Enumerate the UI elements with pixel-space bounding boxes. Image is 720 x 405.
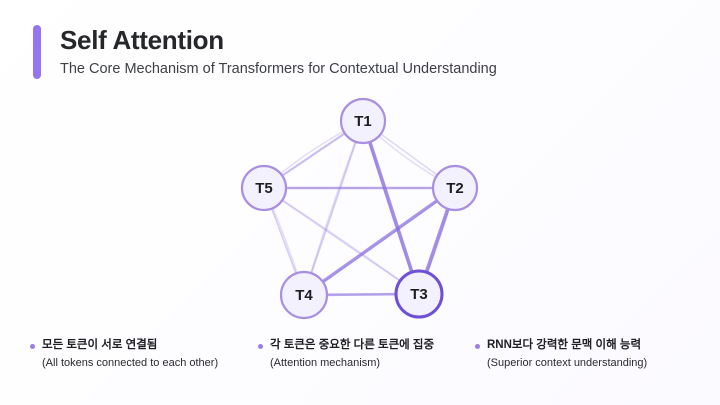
graph-node-label: T2 — [446, 180, 464, 197]
graph-node-circle — [279, 270, 329, 320]
bullet-item-2: 각 토큰은 중요한 다른 토큰에 집중 (Attention mechanism… — [258, 338, 475, 370]
graph-node-circle — [240, 164, 288, 212]
bullet-text-group: 각 토큰은 중요한 다른 토큰에 집중 (Attention mechanism… — [270, 338, 434, 370]
graph-edge-faint — [362, 120, 456, 189]
graph-edge-faint — [303, 293, 420, 296]
bullet-list: 모든 토큰이 서로 연결됨 (All tokens connected to e… — [30, 338, 720, 370]
graph-edge-faint — [362, 120, 420, 295]
bullet-primary-text: 모든 토큰이 서로 연결됨 — [42, 339, 158, 351]
graph-node-t1[interactable]: T1 — [339, 97, 387, 145]
bullet-secondary-text: (All tokens connected to each other) — [42, 356, 219, 369]
graph-node-label: T1 — [354, 113, 372, 130]
graph-edge-t4-t5 — [263, 187, 305, 296]
bullet-secondary-text: (Attention mechanism) — [270, 356, 381, 369]
graph-edge-t3-t5 — [263, 187, 420, 295]
edges-layer — [262, 119, 457, 297]
graph-edge-faint — [263, 187, 420, 295]
bullet-dot-icon — [30, 344, 35, 349]
header-text-group: Self Attention The Core Mechanism of Tra… — [60, 25, 497, 79]
graph-node-t2[interactable]: T2 — [431, 164, 479, 212]
accent-bar — [33, 25, 41, 79]
page-subtitle: The Core Mechanism of Transformers for C… — [60, 61, 497, 78]
slide-header: Self Attention The Core Mechanism of Tra… — [33, 25, 497, 79]
bullet-text-group: RNN보다 강력한 문맥 이해 능력 (Superior context und… — [487, 338, 647, 370]
graph-edge-t1-t4 — [303, 120, 364, 296]
graph-node-circle — [431, 164, 479, 212]
bullet-item-3: RNN보다 강력한 문맥 이해 능력 (Superior context und… — [475, 338, 715, 370]
bullet-dot-icon — [475, 344, 480, 349]
graph-node-t4[interactable]: T4 — [279, 270, 329, 320]
graph-edge-faint — [303, 187, 456, 296]
graph-edge-t3-t4 — [302, 292, 421, 297]
graph-node-t5[interactable]: T5 — [240, 164, 288, 212]
page-title: Self Attention — [60, 25, 224, 55]
graph-edge-t2-t3 — [417, 186, 457, 296]
graph-node-circle — [394, 269, 444, 319]
bullet-item-1: 모든 토큰이 서로 연결됨 (All tokens connected to e… — [30, 338, 258, 370]
graph-node-t3[interactable]: T3 — [394, 269, 444, 319]
bullet-text-group: 모든 토큰이 서로 연결됨 (All tokens connected to e… — [42, 338, 218, 370]
graph-edge-faint — [303, 120, 364, 296]
graph-edge-t2-t4 — [302, 186, 457, 297]
graph-node-label: T4 — [295, 287, 313, 304]
graph-edge-faint — [263, 120, 364, 189]
bullet-primary-text: RNN보다 강력한 문맥 이해 능력 — [487, 339, 642, 351]
bullet-secondary-text: (Superior context understanding) — [487, 356, 648, 369]
graph-node-circle — [339, 97, 387, 145]
graph-edge-faint — [418, 187, 456, 295]
graph-edge-t1-t5 — [262, 119, 365, 190]
bullet-primary-text: 각 토큰은 중요한 다른 토큰에 집중 — [270, 339, 435, 351]
graph-edge-t1-t2 — [362, 120, 456, 189]
graph-edge-t1-t3 — [361, 119, 421, 296]
graph-node-label: T5 — [255, 180, 273, 197]
bullet-dot-icon — [258, 344, 263, 349]
graph-node-label: T3 — [410, 286, 428, 303]
graph-edge-faint — [263, 187, 305, 296]
